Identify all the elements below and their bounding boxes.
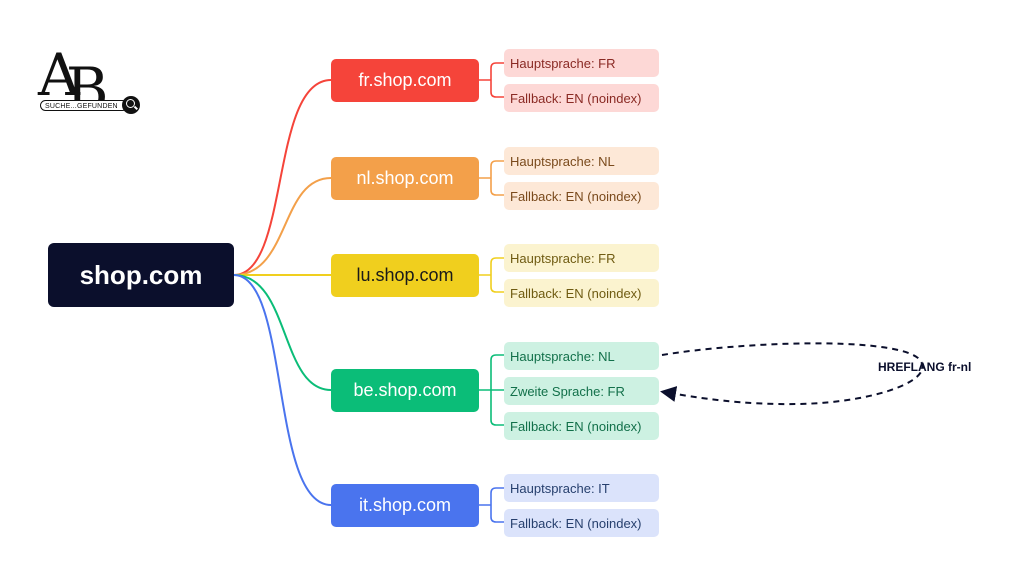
domain-node-nl: nl.shop.com — [331, 157, 479, 200]
leaf-node: Hauptsprache: FR — [504, 244, 659, 272]
logo-tagline: SUCHE...GEFUNDEN — [40, 100, 128, 111]
bracket-nl — [479, 160, 504, 196]
domain-node-fr: fr.shop.com — [331, 59, 479, 102]
leaf-node: Fallback: EN (noindex) — [504, 182, 659, 210]
connector-root-it — [233, 274, 332, 506]
connector-root-fr — [233, 79, 332, 276]
logo-letter-b: B — [65, 55, 108, 123]
leaf-node: Fallback: EN (noindex) — [504, 84, 659, 112]
logo: AB SUCHE...GEFUNDEN — [38, 42, 142, 126]
hreflang-arrow — [660, 342, 924, 406]
connector-root-nl — [233, 177, 332, 276]
domain-node-be: be.shop.com — [331, 369, 479, 412]
bracket-lu — [479, 257, 504, 293]
leaf-node: Fallback: EN (noindex) — [504, 509, 659, 537]
connector-root-be — [233, 274, 332, 391]
leaf-node: Fallback: EN (noindex) — [504, 412, 659, 440]
leaf-node: Fallback: EN (noindex) — [504, 279, 659, 307]
leaf-node: Hauptsprache: NL — [504, 147, 659, 175]
bracket-be — [479, 354, 504, 426]
hreflang-label: HREFLANG fr-nl — [878, 360, 972, 374]
leaf-node: Hauptsprache: FR — [504, 49, 659, 77]
logo-letter-a: A — [38, 41, 80, 109]
leaf-node: Hauptsprache: NL — [504, 342, 659, 370]
domain-node-lu: lu.shop.com — [331, 254, 479, 297]
bracket-fr — [479, 62, 504, 98]
search-icon — [122, 96, 140, 114]
domain-node-it: it.shop.com — [331, 484, 479, 527]
logo-letters: AB — [38, 41, 108, 122]
leaf-node: Zweite Sprache: FR — [504, 377, 659, 405]
leaf-node: Hauptsprache: IT — [504, 474, 659, 502]
bracket-it — [479, 487, 504, 523]
root-node: shop.com — [48, 243, 234, 307]
